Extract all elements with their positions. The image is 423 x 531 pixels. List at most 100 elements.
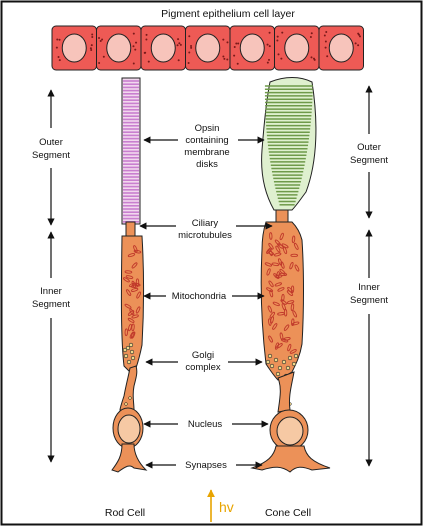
right-inner-label-1: Inner	[358, 282, 380, 293]
opsin-label-4: disks	[196, 159, 218, 170]
nucleus-label: Nucleus	[188, 419, 223, 430]
pigment-granule	[180, 44, 182, 46]
pigment-granule	[56, 39, 58, 41]
pigment-granule	[355, 42, 357, 44]
left-outer-label-2: Segment	[32, 150, 70, 161]
pigment-granule	[269, 45, 271, 47]
left-inner-label-1: Inner	[40, 286, 62, 297]
pigment-granule	[234, 46, 236, 48]
right-outer-label-2: Segment	[350, 155, 388, 166]
right-outer-label-1: Outer	[357, 142, 381, 153]
pigment-granule	[91, 44, 93, 46]
synapses-label: Synapses	[185, 460, 227, 471]
rod-cilium	[126, 222, 135, 236]
rod-vesicle	[129, 397, 132, 400]
pigment-granule	[269, 32, 271, 34]
opsin-label-3: membrane	[184, 147, 229, 158]
pigment-granule	[146, 34, 148, 36]
pigment-granule	[222, 56, 224, 58]
epithelium-nucleus	[107, 34, 131, 62]
pigment-granule	[177, 38, 179, 40]
pigment-granule	[310, 36, 312, 38]
pigment-granule	[222, 39, 224, 41]
pigment-granule	[190, 47, 192, 49]
cone-cell	[252, 78, 330, 473]
pigment-granule	[280, 58, 282, 60]
pigment-granule	[134, 49, 136, 51]
pigment-granule	[226, 41, 228, 43]
pigment-granule	[133, 63, 135, 65]
pigment-granule	[325, 47, 327, 49]
cone-golgi-vesicle	[266, 360, 270, 364]
pigment-granule	[325, 31, 327, 33]
pigment-granule	[148, 61, 150, 63]
pigment-granule	[311, 32, 313, 34]
pigment-granule	[135, 42, 137, 44]
pigment-granule	[58, 56, 60, 58]
epithelium-nucleus	[196, 34, 220, 62]
cone-golgi-vesicle	[274, 358, 278, 362]
mitochondria-label: Mitochondria	[172, 291, 227, 302]
rod-cell	[112, 78, 146, 472]
pigment-granule	[276, 39, 278, 41]
diagram-title: Pigment epithelium cell layer	[161, 8, 295, 20]
pigment-granule	[101, 38, 103, 40]
pigment-granule	[133, 33, 135, 35]
cone-golgi-vesicle	[286, 366, 290, 370]
ciliary-label-2: microtubules	[178, 230, 232, 241]
cone-golgi-vesicle	[294, 354, 298, 358]
epithelium-nucleus	[329, 34, 353, 62]
pigment-granule	[267, 44, 269, 46]
epithelium-nucleus	[240, 34, 264, 62]
rod-golgi-vesicle	[129, 343, 133, 347]
cone-golgi-vesicle	[268, 354, 272, 358]
cone-cell-caption: Cone Cell	[265, 507, 311, 519]
pigment-granule	[326, 55, 328, 57]
pigment-granule	[235, 42, 237, 44]
rod-nucleus	[118, 415, 140, 443]
cone-golgi-vesicle	[282, 360, 286, 364]
pigment-granule	[188, 62, 190, 64]
pigment-granule	[233, 55, 235, 57]
pigment-granule	[177, 44, 179, 46]
opsin-label-2: containing	[185, 135, 228, 146]
cone-golgi-vesicle	[288, 356, 292, 360]
golgi-label-1: Golgi	[192, 350, 214, 361]
cone-golgi-vesicle	[278, 366, 282, 370]
epithelium-nucleus	[285, 34, 309, 62]
pigment-granule	[237, 43, 239, 45]
rod-golgi-vesicle	[130, 350, 134, 354]
cone-cilium	[276, 210, 288, 222]
pigment-granule	[237, 63, 239, 65]
epithelium-nucleus	[62, 34, 86, 62]
figure-border	[2, 2, 422, 525]
pigment-granule	[144, 52, 146, 54]
golgi-label-2: complex	[185, 362, 221, 373]
pigment-granule	[278, 53, 280, 55]
pigment-granule	[59, 39, 61, 41]
pigment-granule	[90, 47, 92, 49]
rod-golgi-vesicle	[131, 356, 135, 360]
pigment-granule	[100, 40, 102, 42]
cone-golgi-vesicle	[270, 364, 274, 368]
rod-fiber	[120, 366, 137, 410]
pigment-granule	[324, 34, 326, 36]
cone-nucleus	[277, 417, 303, 445]
pigment-granule	[178, 59, 180, 61]
right-inner-label-2: Segment	[350, 295, 388, 306]
pigment-granule	[268, 59, 270, 61]
rod-cell-caption: Rod Cell	[105, 507, 145, 519]
ciliary-label-1: Ciliary	[192, 218, 219, 229]
pigment-granule	[98, 37, 100, 39]
pigment-granule	[91, 33, 93, 35]
pigment-granule	[188, 35, 190, 37]
rod-golgi-vesicle	[127, 360, 131, 364]
pigment-granule	[223, 58, 225, 60]
pigment-granule	[98, 62, 100, 64]
pigment-granule	[132, 45, 134, 47]
pigment-granule	[178, 42, 180, 44]
left-outer-label-1: Outer	[39, 137, 63, 148]
cone-synapse	[252, 446, 330, 472]
cone-golgi-vesicle	[292, 362, 296, 366]
